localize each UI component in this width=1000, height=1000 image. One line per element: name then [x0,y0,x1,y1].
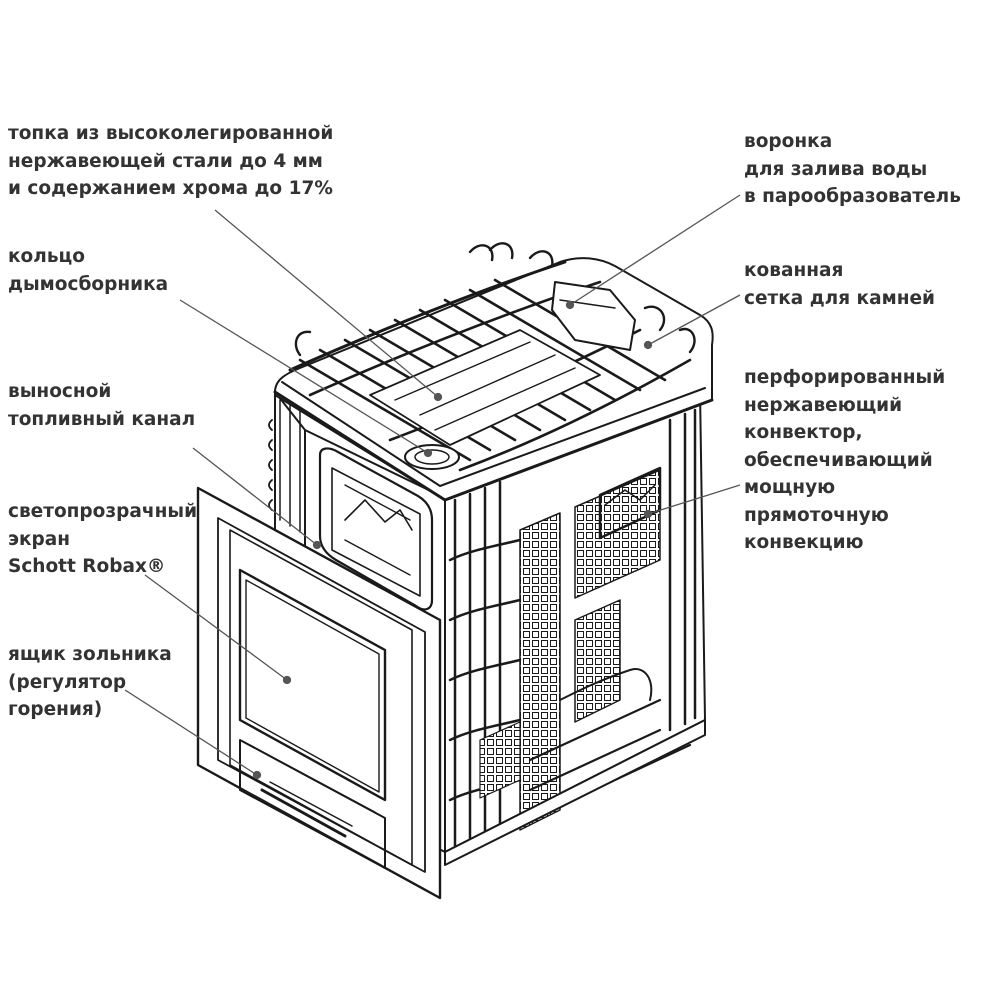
label-stone-grid: кованная сетка для камней [744,260,935,309]
label-fuel-channel: выносной топливный канал [8,381,196,430]
stove-door [196,486,442,900]
smoke-ring-icon [404,444,460,470]
label-convector: перфорированный нержавеющий конвектор, о… [744,367,946,553]
label-water-funnel: воронка для залива воды в парообразовате… [744,131,961,207]
label-smoke-ring: кольцо дымосборника [8,246,169,295]
funnel-icon [551,281,636,351]
label-ash-box: ящик зольника (регулятор горения) [8,644,172,720]
convector-panel [444,389,706,866]
glass-screen [238,568,387,802]
leader-lines [124,194,741,780]
label-firebox: топка из высоколегированной нержавеющей … [8,123,334,199]
label-glass-screen: светопрозрачный экран Schott Robax® [8,501,198,577]
